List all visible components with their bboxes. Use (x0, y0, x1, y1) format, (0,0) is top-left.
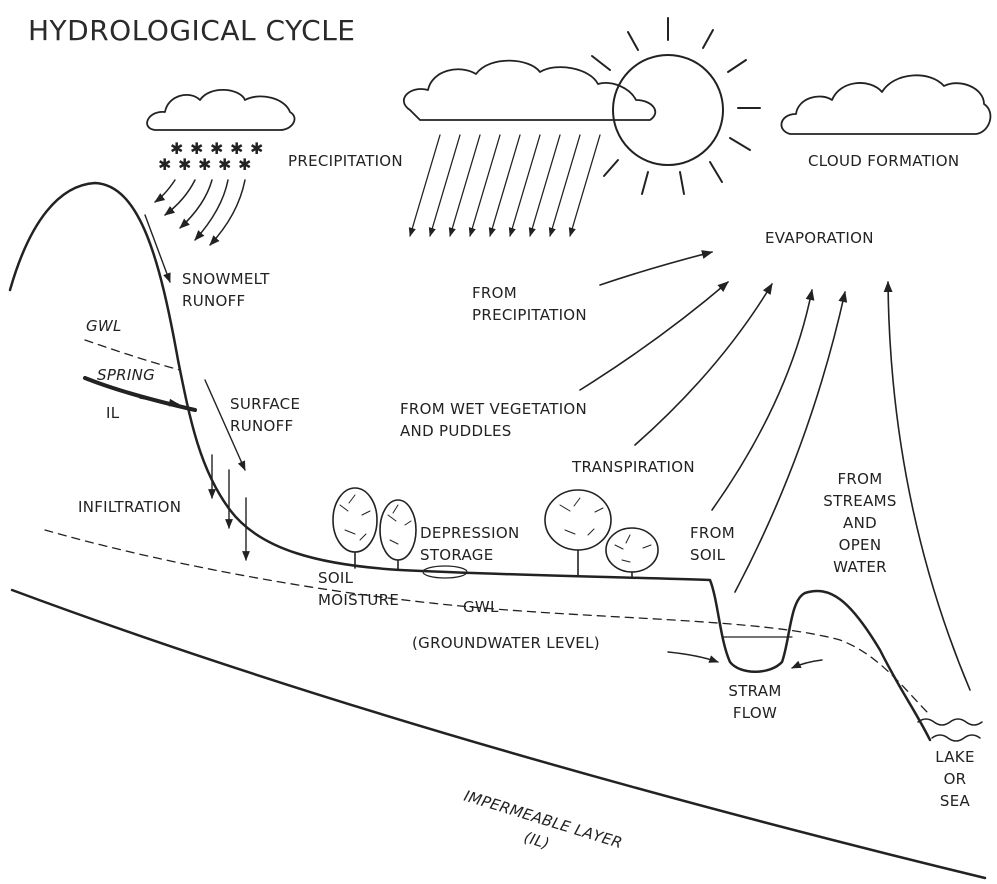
label-il-upper: IL (106, 402, 119, 424)
label-cloud-formation: CLOUD FORMATION (808, 150, 959, 172)
diagram-title: HYDROLOGICAL CYCLE (28, 14, 356, 48)
label-spring: SPRING (97, 364, 155, 386)
svg-text:✱: ✱ (238, 155, 251, 174)
label-from-streams: FROM STREAMS AND OPEN WATER (810, 468, 910, 578)
label-precipitation: PRECIPITATION (288, 150, 403, 172)
label-from-wet-vegetation: FROM WET VEGETATION AND PUDDLES (400, 398, 587, 442)
label-gwl-upper: GWL (86, 315, 122, 337)
bush-icon (606, 528, 658, 578)
svg-text:✱: ✱ (250, 139, 263, 158)
svg-text:✱: ✱ (158, 155, 171, 174)
label-from-precipitation: FROM PRECIPITATION (472, 282, 587, 326)
snowmelt-arrow (145, 215, 170, 282)
label-gwl-lower: GWL (463, 596, 499, 618)
ground-surface (10, 183, 930, 740)
infiltration-arrows (212, 455, 246, 560)
rain-arrows (410, 135, 600, 236)
snowfall-arrows (155, 180, 245, 245)
label-transpiration: TRANSPIRATION (572, 456, 695, 478)
tree-icon (333, 488, 377, 568)
label-infiltration: INFILTRATION (78, 496, 181, 518)
svg-text:✱: ✱ (218, 155, 231, 174)
label-snowmelt-runoff: SNOWMELT RUNOFF (182, 268, 270, 312)
label-soil-moisture: SOIL MOISTURE (318, 567, 399, 611)
svg-text:✱: ✱ (178, 155, 191, 174)
snowflakes: ✱✱✱✱✱ ✱✱✱✱✱ (158, 139, 263, 174)
label-from-soil: FROM SOIL (690, 522, 735, 566)
tree-icon (545, 490, 611, 576)
label-groundwater-level: (GROUNDWATER LEVEL) (412, 632, 600, 654)
svg-text:✱: ✱ (198, 155, 211, 174)
stream-inflow-arrows (668, 652, 822, 668)
cloud-formation-icon (781, 75, 990, 134)
label-stram-flow: STRAM FLOW (715, 680, 795, 724)
label-surface-runoff: SURFACE RUNOFF (230, 393, 300, 437)
cloud-snow-icon (147, 90, 294, 130)
label-depression-storage: DEPRESSION STORAGE (420, 522, 519, 566)
tree-icon (380, 500, 416, 570)
sun-icon (592, 18, 760, 194)
label-evaporation: EVAPORATION (765, 227, 874, 249)
label-lake-or-sea: LAKE OR SEA (930, 746, 980, 812)
